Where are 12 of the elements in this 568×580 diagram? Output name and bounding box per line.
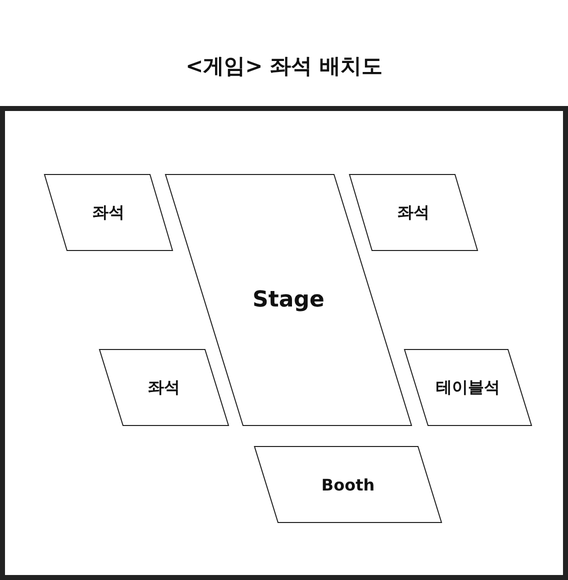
area-label: 좌석 [398,202,430,223]
area-label: 테이블석 [436,377,500,398]
area-label: Booth [321,475,375,494]
seating-area [404,349,532,426]
seating-area [44,174,173,251]
seating-area [254,446,442,523]
area-label: Stage [252,288,324,312]
seating-area [349,174,478,251]
diagram-title: <게임> 좌석 배치도 [184,53,384,80]
seating-area [99,349,229,426]
area-label: 좌석 [92,202,124,223]
area-label: 좌석 [148,377,180,398]
